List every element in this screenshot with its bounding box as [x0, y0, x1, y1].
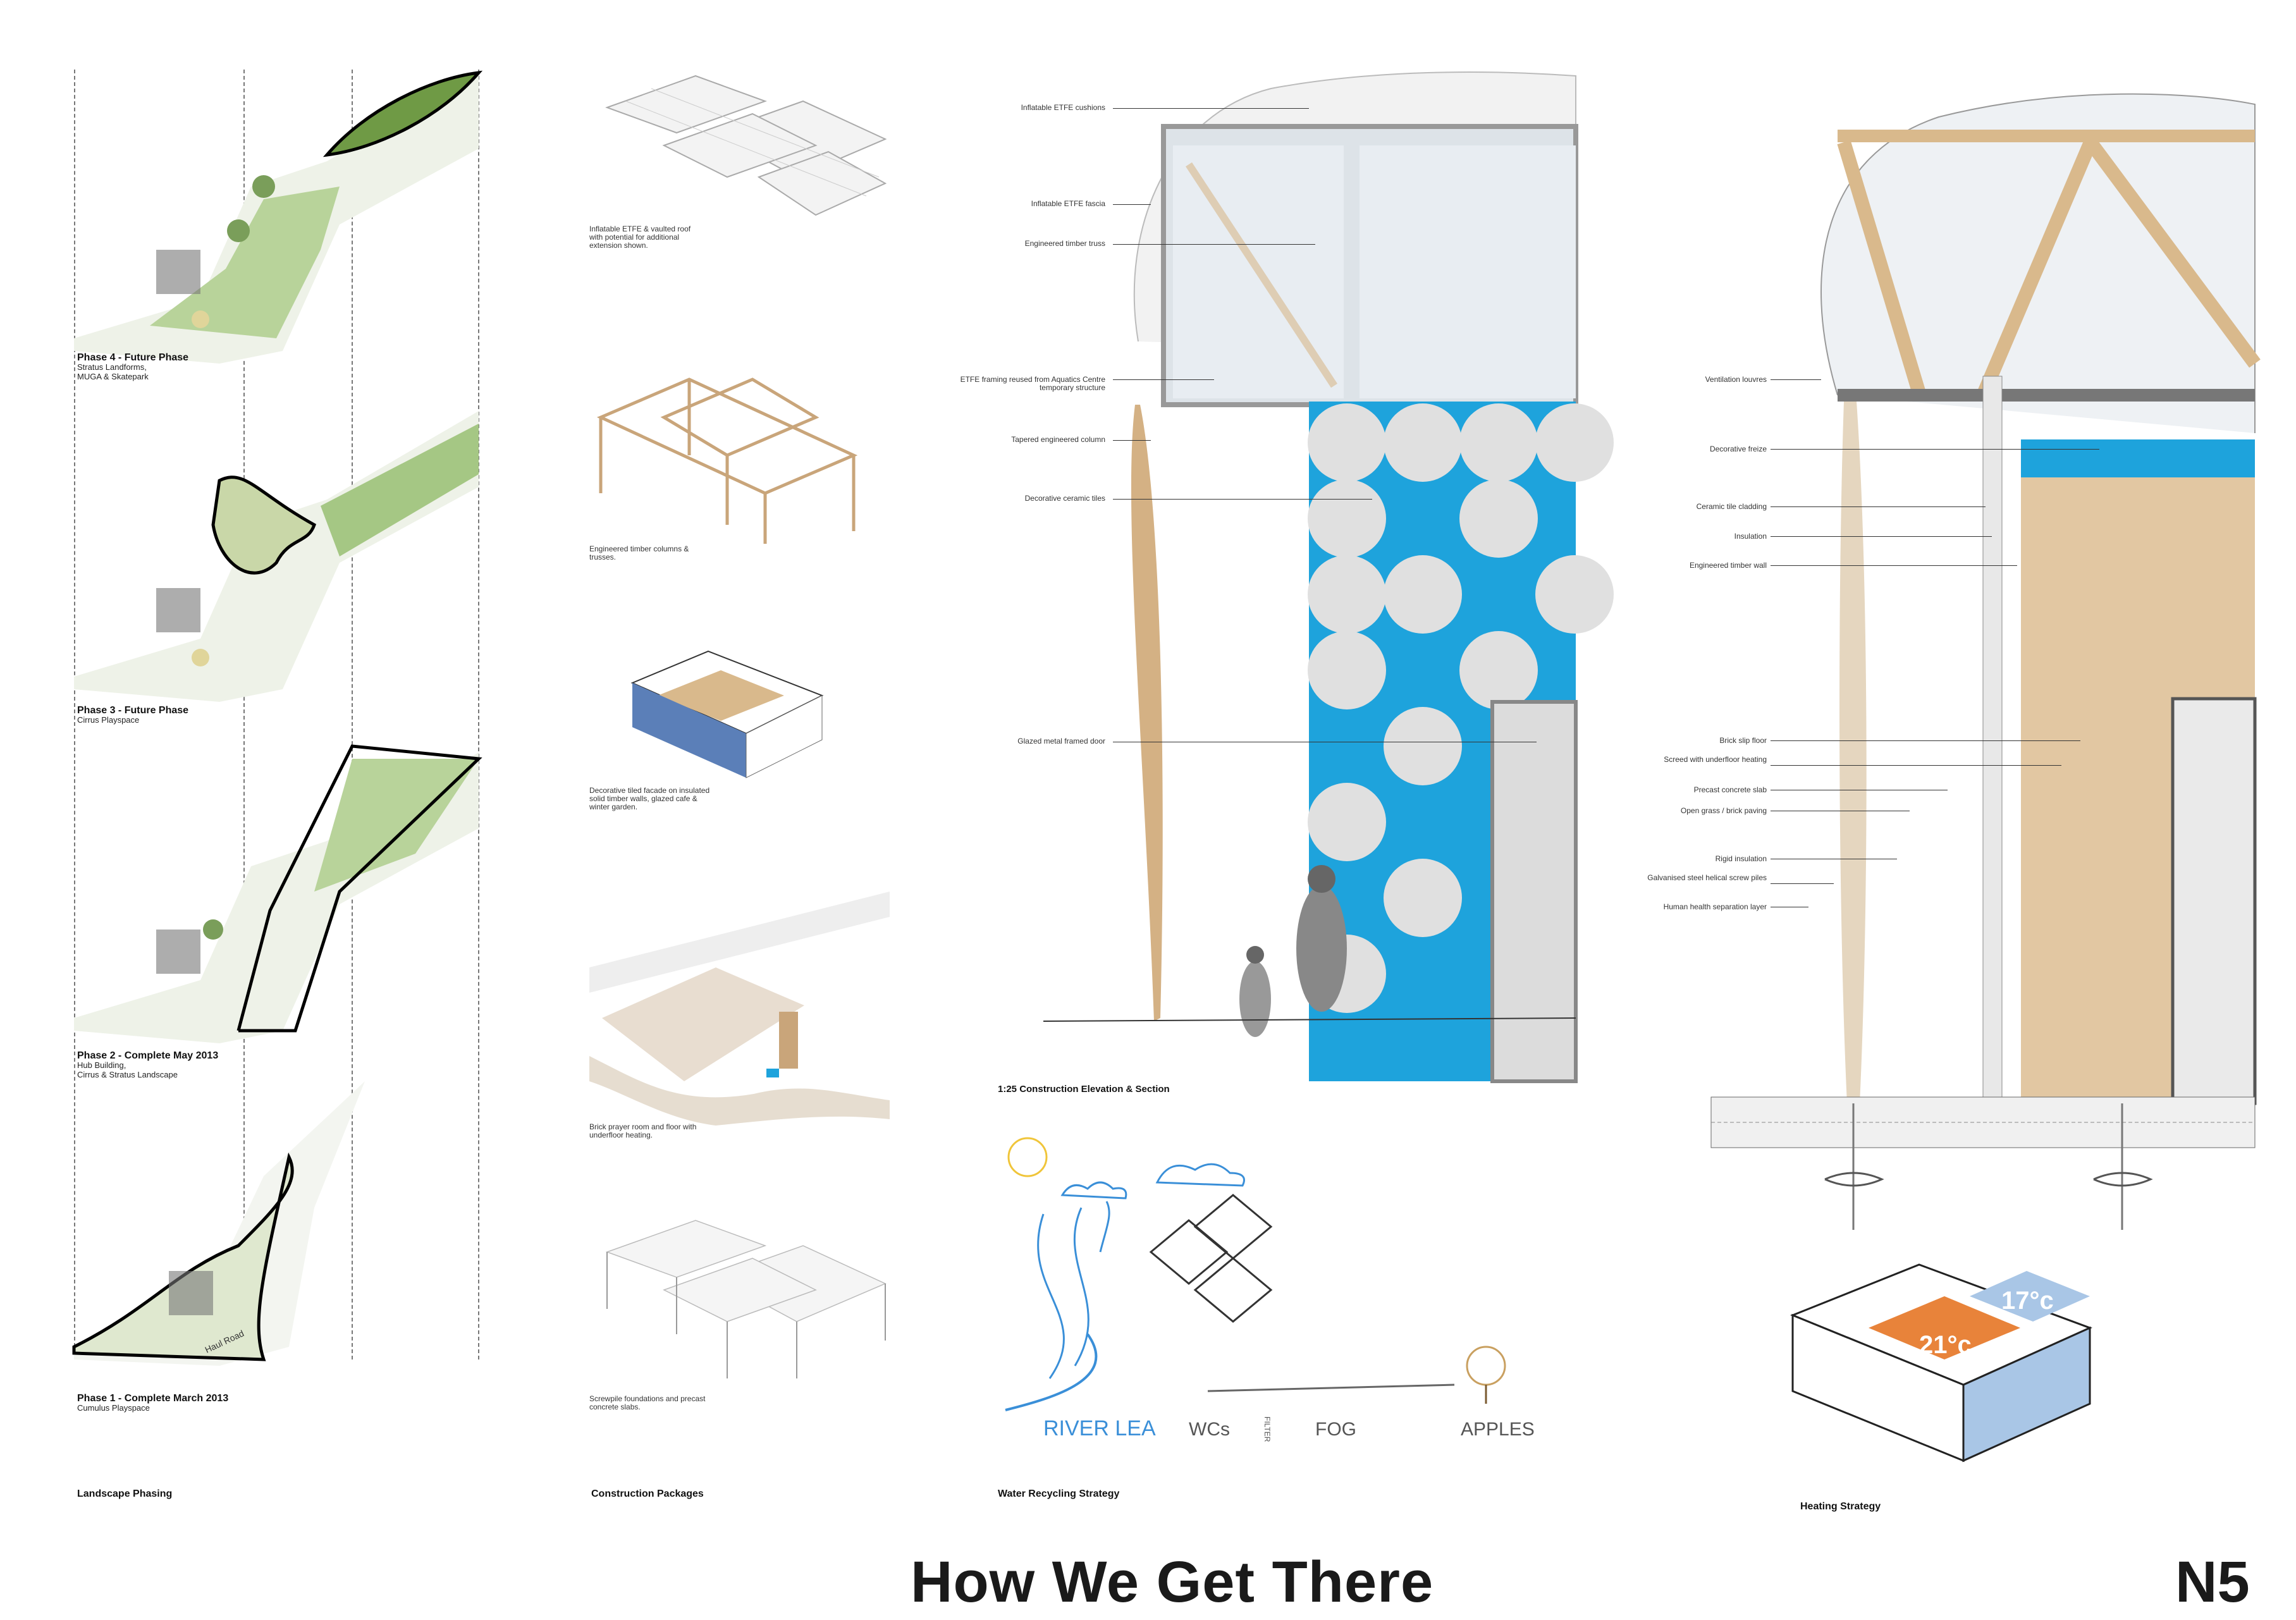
- phase-guide-line: [478, 70, 479, 1359]
- temp-cool: 17°c: [2001, 1287, 2054, 1315]
- screwpile-foundations-axonometric: [605, 1220, 887, 1378]
- elevation-heading: 1:25 Construction Elevation & Section: [998, 1084, 1170, 1095]
- sketch-word-fog: FOG: [1315, 1419, 1356, 1440]
- label-screed-underfloor: Screed with underfloor heating: [1664, 755, 1767, 764]
- water-recycling-heading: Water Recycling Strategy: [998, 1488, 1120, 1499]
- label-decorative-freize: Decorative freize: [1709, 445, 1767, 453]
- brick-prayer-room-plan: [589, 892, 890, 1126]
- label-open-grass-paving: Open grass / brick paving: [1680, 806, 1767, 815]
- package-caption-timber: Engineered timber columns & trusses.: [589, 544, 689, 561]
- sketch-word-river-lea: RIVER LEA: [1043, 1416, 1156, 1440]
- label-ventilation-louvres: Ventilation louvres: [1705, 375, 1767, 384]
- label-tapered-column: Tapered engineered column: [1011, 435, 1105, 444]
- heating-axonometric: 21°c 17°c: [1790, 1263, 2092, 1463]
- label-ceramic-tiles: Decorative ceramic tiles: [1024, 494, 1105, 503]
- construction-elevation-drawing: [1043, 71, 1614, 1083]
- tiled-facade-axonometric: [630, 650, 824, 778]
- phase-1-site-plan: Haul Road: [72, 1081, 365, 1366]
- label-etfe-framing: ETFE framing reused from Aquatics Centre…: [960, 375, 1105, 392]
- phase-guide-line: [352, 70, 353, 1359]
- label-etfe-cushions: Inflatable ETFE cushions: [1021, 103, 1105, 112]
- label-rigid-insulation: Rigid insulation: [1715, 854, 1767, 863]
- label-ceramic-tile-cladding: Ceramic tile cladding: [1696, 502, 1767, 511]
- package-caption-facade: Decorative tiled facade on insulated sol…: [589, 786, 710, 811]
- etfe-roof-axonometric: [605, 75, 887, 216]
- sketch-word-filter: FILTER: [1263, 1416, 1272, 1442]
- landscape-phasing-heading: Landscape Phasing: [77, 1488, 173, 1499]
- sheet-number: N5: [2175, 1550, 2250, 1614]
- label-timber-truss: Engineered timber truss: [1024, 239, 1105, 248]
- phase-guide-line: [74, 70, 75, 1359]
- phase-4-site-plan: [74, 70, 483, 364]
- package-caption-brick: Brick prayer room and floor with underfl…: [589, 1122, 697, 1139]
- timber-frame-axonometric: [596, 377, 858, 544]
- heating-strategy-heading: Heating Strategy: [1800, 1501, 1881, 1512]
- label-glazed-door: Glazed metal framed door: [1017, 737, 1105, 746]
- phase-guide-line: [243, 70, 245, 1359]
- label-etfe-fascia: Inflatable ETFE fascia: [1031, 199, 1105, 208]
- construction-packages-heading: Construction Packages: [591, 1488, 704, 1499]
- label-precast-slab: Precast concrete slab: [1693, 785, 1767, 794]
- label-brick-slip-floor: Brick slip floor: [1719, 736, 1767, 745]
- label-insulation: Insulation: [1734, 532, 1767, 541]
- sheet-title: How We Get There: [911, 1550, 1434, 1614]
- sketch-word-apples: APPLES: [1461, 1419, 1535, 1440]
- phase-3-site-plan: [74, 411, 479, 702]
- package-caption-foundations: Screwpile foundations and precast concre…: [589, 1394, 706, 1411]
- phase-2-site-plan: [74, 744, 482, 1043]
- water-recycling-sketch: RIVER LEA WCs FILTER FOG APPLES: [1005, 1137, 1535, 1442]
- package-caption-roof: Inflatable ETFE & vaulted roof with pote…: [589, 224, 691, 250]
- label-screw-piles: Galvanised steel helical screw piles: [1647, 873, 1767, 882]
- label-engineered-timber-wall: Engineered timber wall: [1689, 561, 1767, 570]
- sketch-word-wcs: WCs: [1189, 1419, 1230, 1440]
- label-separation-layer: Human health separation layer: [1663, 902, 1767, 911]
- temp-warm: 21°c: [1919, 1331, 1972, 1359]
- construction-section-drawing: [1710, 93, 2261, 1230]
